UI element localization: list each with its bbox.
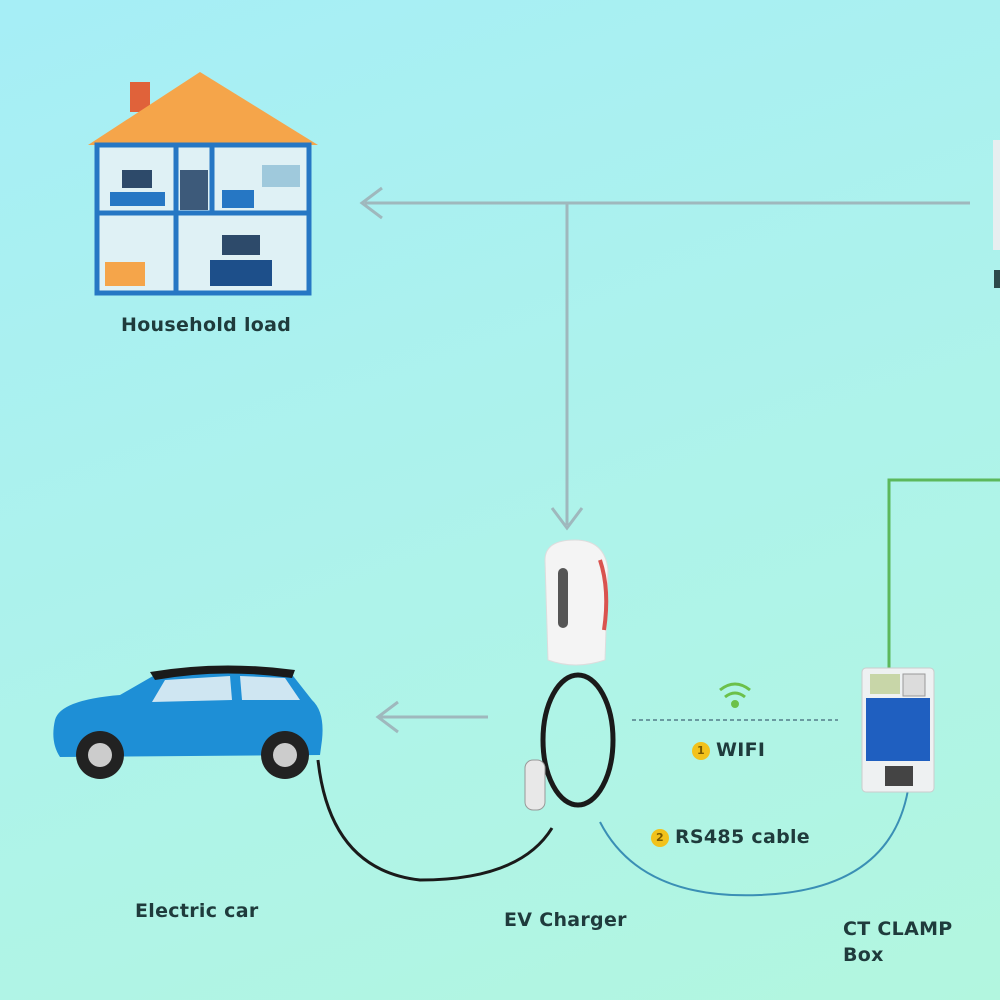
house-icon [88, 72, 318, 296]
rs485-label: 2 RS485 cable [651, 826, 810, 848]
ev-charger-icon [524, 539, 616, 811]
household-load-label: Household load [121, 314, 292, 336]
ev-charger-label: EV Charger [504, 909, 627, 931]
ct-clamp-label-line2: Box [843, 944, 884, 966]
rs485-number-badge: 2 [651, 829, 669, 847]
rs485-text: RS485 cable [675, 826, 810, 848]
arrow-charger-to-car [375, 700, 488, 734]
ct-clamp-label-line1: CT CLAMP [843, 918, 953, 940]
ct-sensor-wire [887, 478, 1000, 670]
arrow-grid-to-house [359, 186, 970, 220]
rs485-cable-line [599, 789, 909, 897]
grid-meter-partial [993, 140, 1000, 250]
wifi-number-badge: 1 [692, 742, 710, 760]
ct-clamp-label: CT CLAMP Box [843, 916, 953, 968]
wifi-icon [719, 682, 751, 708]
ct-clamp-box-icon [861, 667, 935, 793]
charging-cable [316, 759, 554, 882]
electric-car-label: Electric car [135, 900, 259, 922]
arrow-to-charger [550, 203, 584, 531]
wifi-label: 1 WIFI [692, 739, 765, 761]
wifi-text: WIFI [716, 739, 766, 761]
electric-car-icon [53, 665, 323, 779]
